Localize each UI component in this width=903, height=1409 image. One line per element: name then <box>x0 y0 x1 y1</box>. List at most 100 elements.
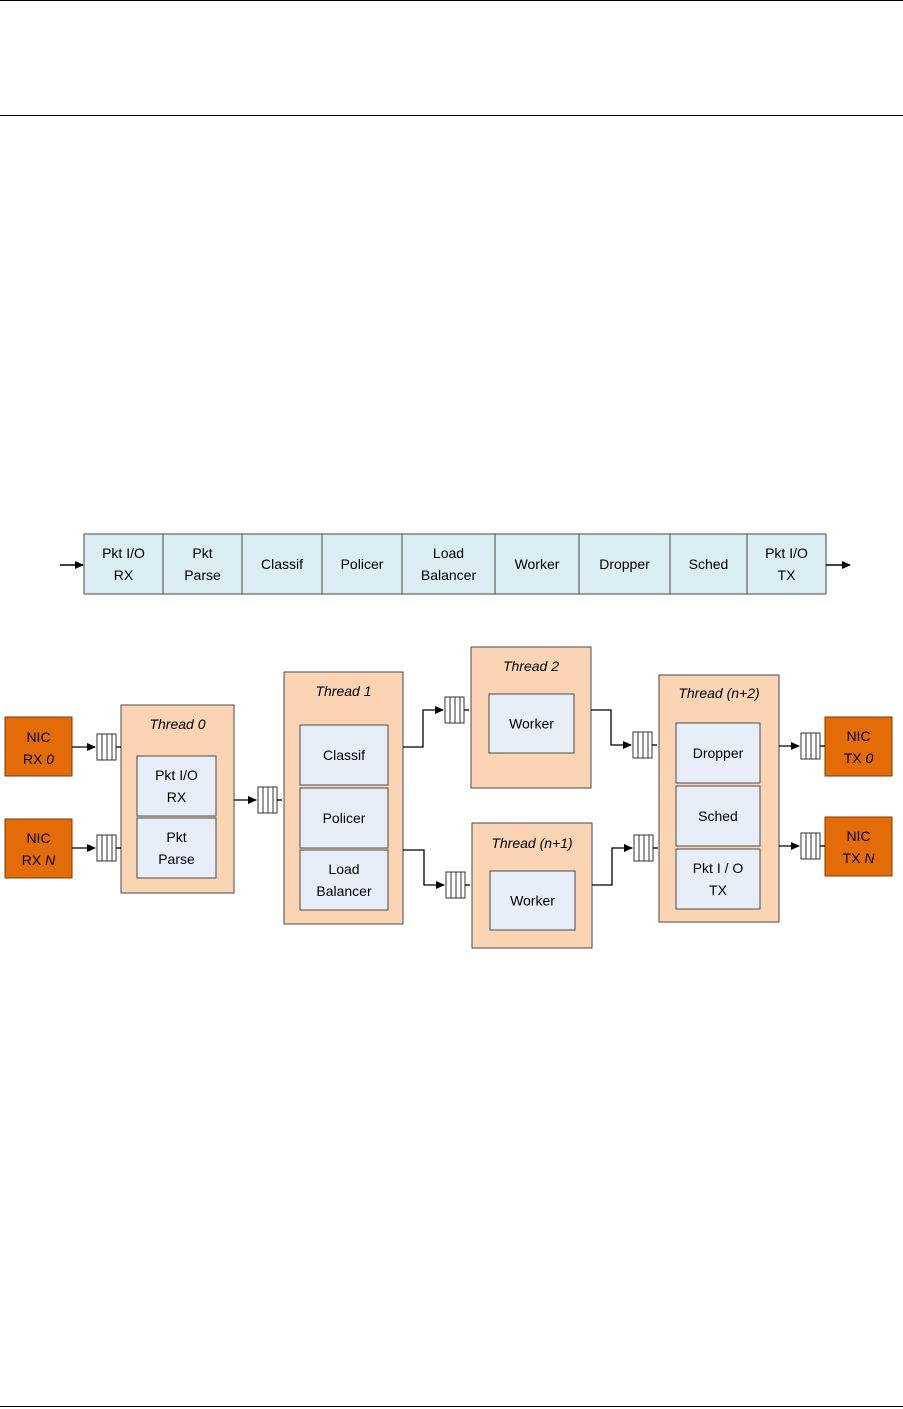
module-box <box>489 870 576 931</box>
module-tn2-2-line-1: Sched <box>698 808 738 824</box>
module-worker: Worker <box>488 693 575 754</box>
nic-rx-n-label: NIC <box>26 830 50 846</box>
connector-t2-to-queue <box>591 709 632 749</box>
queue-rx0 <box>96 733 121 761</box>
module-t1-1-line-1: Classif <box>323 747 365 763</box>
module-classif: Classif <box>299 724 389 786</box>
thread-title: Thread 0 <box>149 716 205 732</box>
pipeline-stage-4-line-1: Policer <box>341 556 384 572</box>
pipeline-stage-box <box>162 533 243 595</box>
module-tn2-1-line-1: Dropper <box>693 745 744 761</box>
pipeline-stage-1-line-2: RX <box>114 567 134 583</box>
pipeline-stage-box <box>494 533 580 595</box>
module-t2-1-line-1: Worker <box>509 716 554 732</box>
module-tn1-1-line-1: Worker <box>510 893 555 909</box>
pipeline-stage-9-line-2: TX <box>778 567 797 583</box>
pipeline-stage-8-line-1: Sched <box>689 556 729 572</box>
module-box <box>299 724 389 786</box>
nic-tx-n-port: TX N <box>843 850 876 866</box>
pipeline-stage-box <box>401 533 496 595</box>
module-t0-1-line-1: Pkt I/O <box>155 767 198 783</box>
module-t0-2-line-2: Parse <box>158 851 195 867</box>
pipeline-stage-box <box>578 533 671 595</box>
module-tn2-3-line-1: Pkt I / O <box>693 860 744 876</box>
module-t0-1-line-2: RX <box>167 789 187 805</box>
thread-title: Thread 1 <box>315 683 371 699</box>
header-bottom-rule <box>0 115 903 116</box>
module-tn2-3-line-2: TX <box>709 882 728 898</box>
pipeline-stage-box <box>746 533 827 595</box>
module-box <box>675 722 761 784</box>
pipeline-stage-box <box>241 533 323 595</box>
connector-t1-to-queue-bottom <box>403 849 445 889</box>
queue-rxn <box>96 834 121 862</box>
connector-t1-to-queue-top <box>403 706 444 748</box>
footer-rule <box>0 1406 903 1407</box>
queues <box>96 696 825 899</box>
queue-t2-in <box>444 696 469 724</box>
nic-rx-0-label: NIC <box>26 729 50 745</box>
module-box <box>136 817 217 879</box>
nic-rx-0-port: RX 0 <box>23 751 54 767</box>
pipeline-stage-5-line-1: Load <box>433 545 464 561</box>
pipeline-stage-box <box>321 533 403 595</box>
module-box <box>299 787 389 849</box>
nic-tx-0: NIC TX 0 <box>824 716 893 777</box>
thread-title: Thread 2 <box>503 658 559 674</box>
module-box <box>675 785 761 847</box>
nic-tx-0-label: NIC <box>846 728 870 744</box>
pipeline-stage-2-line-2: Parse <box>184 567 221 583</box>
module-t0-2-line-1: Pkt <box>166 829 186 845</box>
pipeline-stage-dropper: Dropper <box>578 533 671 595</box>
module-pkt-i-o-rx: Pkt I/O RX <box>136 755 217 817</box>
module-worker: Worker <box>489 870 576 931</box>
queue-tn1-in <box>445 871 470 899</box>
nic-rx-0: NIC RX 0 <box>4 716 73 777</box>
pipeline-stage-box <box>83 533 164 595</box>
module-box <box>675 848 761 910</box>
thread-title: Thread (n+2) <box>678 685 759 701</box>
pipeline-stage-pkt-i-o-tx: Pkt I/OTX <box>746 533 827 595</box>
pipeline-stage-6-line-1: Worker <box>515 556 560 572</box>
nic-tx-n-label: NIC <box>846 828 870 844</box>
module-t1-3-line-1: Load <box>328 861 359 877</box>
pipeline-stage-pkt-i-o-rx: Pkt I/O RX <box>83 533 164 595</box>
thread-title: Thread (n+1) <box>491 835 572 851</box>
module-box <box>136 755 217 817</box>
nic-tx-n: NIC TX N <box>824 816 893 877</box>
pipeline-stage-7-line-1: Dropper <box>599 556 650 572</box>
nic-tx-0-port: TX 0 <box>844 750 874 766</box>
pipeline-stage-sched: Sched <box>669 533 748 595</box>
pipeline-stage-3-line-1: Classif <box>261 556 303 572</box>
queue-tn2-in-bottom <box>633 834 658 862</box>
pipeline-stage-worker: Worker <box>494 533 580 595</box>
module-sched: Sched <box>675 785 761 847</box>
queue-tx0 <box>800 732 825 760</box>
nic-rx-n-port: RX N <box>22 852 56 868</box>
connector-tn1-to-queue <box>592 844 633 886</box>
header-rule <box>0 0 903 1</box>
thread-n-plus-1: Thread (n+1) Worker <box>471 822 593 949</box>
queue-t0-out <box>257 786 282 814</box>
module-box <box>299 849 389 911</box>
pipeline-stage-5-line-2: Balancer <box>421 567 477 583</box>
connectors <box>72 706 800 889</box>
module-box <box>488 693 575 754</box>
nic-rx-n: NIC RX N <box>4 818 73 879</box>
module-policer: Policer <box>299 787 389 849</box>
module-t1-3-line-2: Balancer <box>316 883 372 899</box>
pipeline-stage-policer: Policer <box>321 533 403 595</box>
pipeline-stage-1-line-1: Pkt I/O <box>102 545 145 561</box>
queue-tn2-in-top <box>632 731 657 759</box>
module-t1-2-line-1: Policer <box>323 810 366 826</box>
